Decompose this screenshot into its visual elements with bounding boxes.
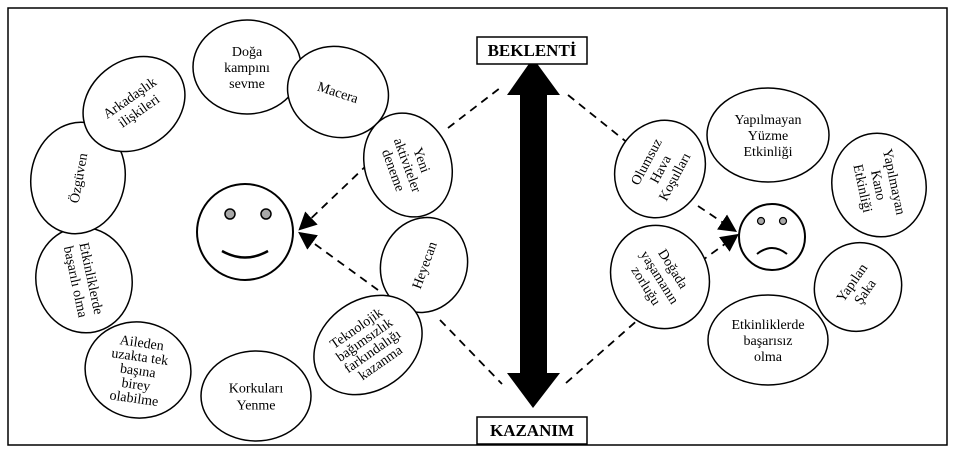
positive-outcome-line: Yenme — [236, 399, 275, 414]
negative-outcome-bubble: Doğadayaşamanınzorluğu — [609, 224, 711, 330]
positive-outcome-bubble: Macera — [286, 45, 390, 139]
negative-outcome-bubble: OlumsuzHavaKoşulları — [613, 119, 707, 219]
positive-outcome-bubble: Yeniaktivitelerdeneme — [362, 112, 454, 218]
negative-outcome-bubble: YapılanŞaka — [813, 241, 903, 333]
positive-outcome-line: olabilme — [109, 388, 160, 410]
positive-outcome-bubble: Ailedenuzakta tekbaşınabireyolabilme — [84, 321, 192, 419]
expectation-label-box: BEKLENTİ — [476, 36, 588, 65]
positive-outcome-line: birey — [121, 376, 152, 395]
negative-outcome-line: başarısız — [744, 334, 793, 349]
vertical-double-arrow — [507, 58, 560, 408]
positive-outcome-line: kampını — [224, 61, 270, 76]
frowning-face-icon — [738, 203, 806, 271]
positive-outcome-bubble: Teknolojikbağımsızlıkfarkındalığıkazanma — [313, 294, 423, 396]
smiling-face-icon — [196, 183, 294, 281]
negative-outcome-line: Kano — [867, 169, 888, 202]
negative-outcome-line: Yapılmayan — [734, 113, 801, 128]
positive-outcome-label: Ailedenuzakta tekbaşınabireyolabilme — [105, 332, 171, 410]
positive-outcome-bubble: Etkinliklerdebaşarılı olma — [35, 226, 133, 334]
dashed-connectors — [298, 87, 739, 385]
positive-outcome-line: Doğa — [232, 45, 263, 60]
negative-outcome-line: Etkinliklerde — [731, 318, 804, 333]
positive-outcome-bubble: Heyecan — [379, 216, 469, 314]
negative-outcome-line: Etkinliği — [744, 145, 793, 160]
positive-outcome-bubble: Özgüven — [29, 121, 127, 235]
negative-outcome-line: olma — [754, 350, 783, 365]
positive-outcome-bubble: Arkadaşlıkilişkileri — [82, 55, 186, 153]
negative-outcome-bubble: YapılmayanKanoEtkinliği — [831, 132, 927, 238]
positive-outcome-line: Aileden — [119, 333, 165, 354]
positive-outcome-line: başına — [119, 362, 157, 382]
figure-frame — [7, 7, 948, 446]
outcome-label-box: KAZANIM — [476, 416, 588, 445]
expectation-label: BEKLENTİ — [488, 41, 577, 60]
positive-outcome-line: sevme — [229, 77, 265, 92]
positive-outcome-line: Korkuları — [229, 382, 284, 397]
negative-outcome-line: Yüzme — [748, 129, 788, 144]
outcome-label: KAZANIM — [490, 421, 574, 440]
